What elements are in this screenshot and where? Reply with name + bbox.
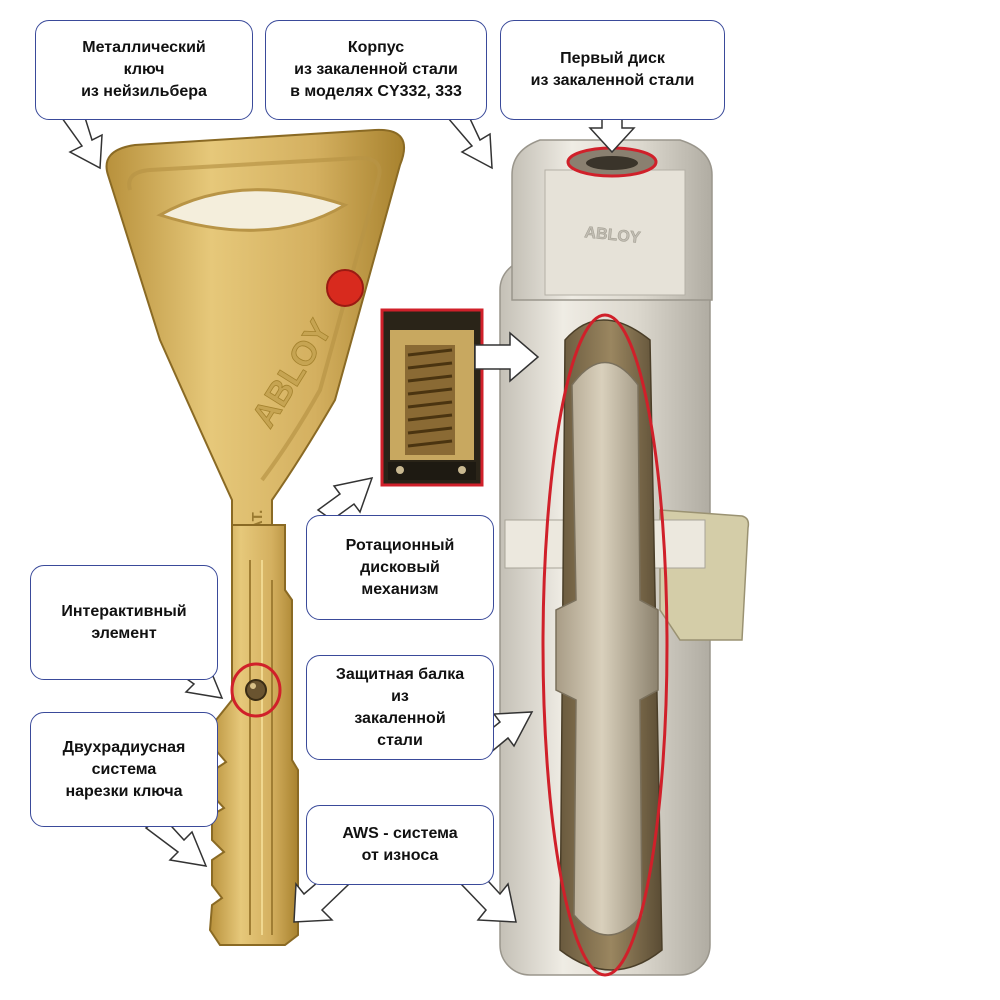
interactive-element-ball	[245, 679, 267, 701]
callout-aws: AWS - система от износа	[306, 805, 494, 885]
key-bow	[105, 128, 405, 531]
cylinder-stamp-text: ABLOY	[584, 224, 642, 247]
rotary-mechanism-inset	[380, 308, 484, 487]
callout-protective-beam: Защитная балка из закаленной стали	[306, 655, 494, 760]
callout-rotary-mechanism: Ротационный дисковый механизм	[306, 515, 494, 620]
key-window	[156, 188, 349, 232]
callout-key-material: Металлический ключ из нейзильбера	[35, 20, 253, 120]
protective-beam-highlight	[541, 313, 669, 977]
callout-body: Корпус из закаленной стали в моделях CY3…	[265, 20, 487, 120]
arrow-rotary-to-cylinder	[474, 331, 540, 383]
callout-interactive-element: Интерактивный элемент	[30, 565, 218, 680]
key-blade	[208, 524, 299, 946]
arrow-rotary	[316, 476, 374, 521]
key: ABLOY PAT.	[105, 128, 405, 946]
cylinder: ABLOY	[499, 139, 750, 977]
callout-first-disc: Первый диск из закаленной стали	[500, 20, 725, 120]
callout-dual-radius: Двухрадиусная система нарезки ключа	[30, 712, 218, 827]
red-indicator-dot	[326, 269, 364, 307]
interactive-element-highlight	[230, 662, 282, 718]
